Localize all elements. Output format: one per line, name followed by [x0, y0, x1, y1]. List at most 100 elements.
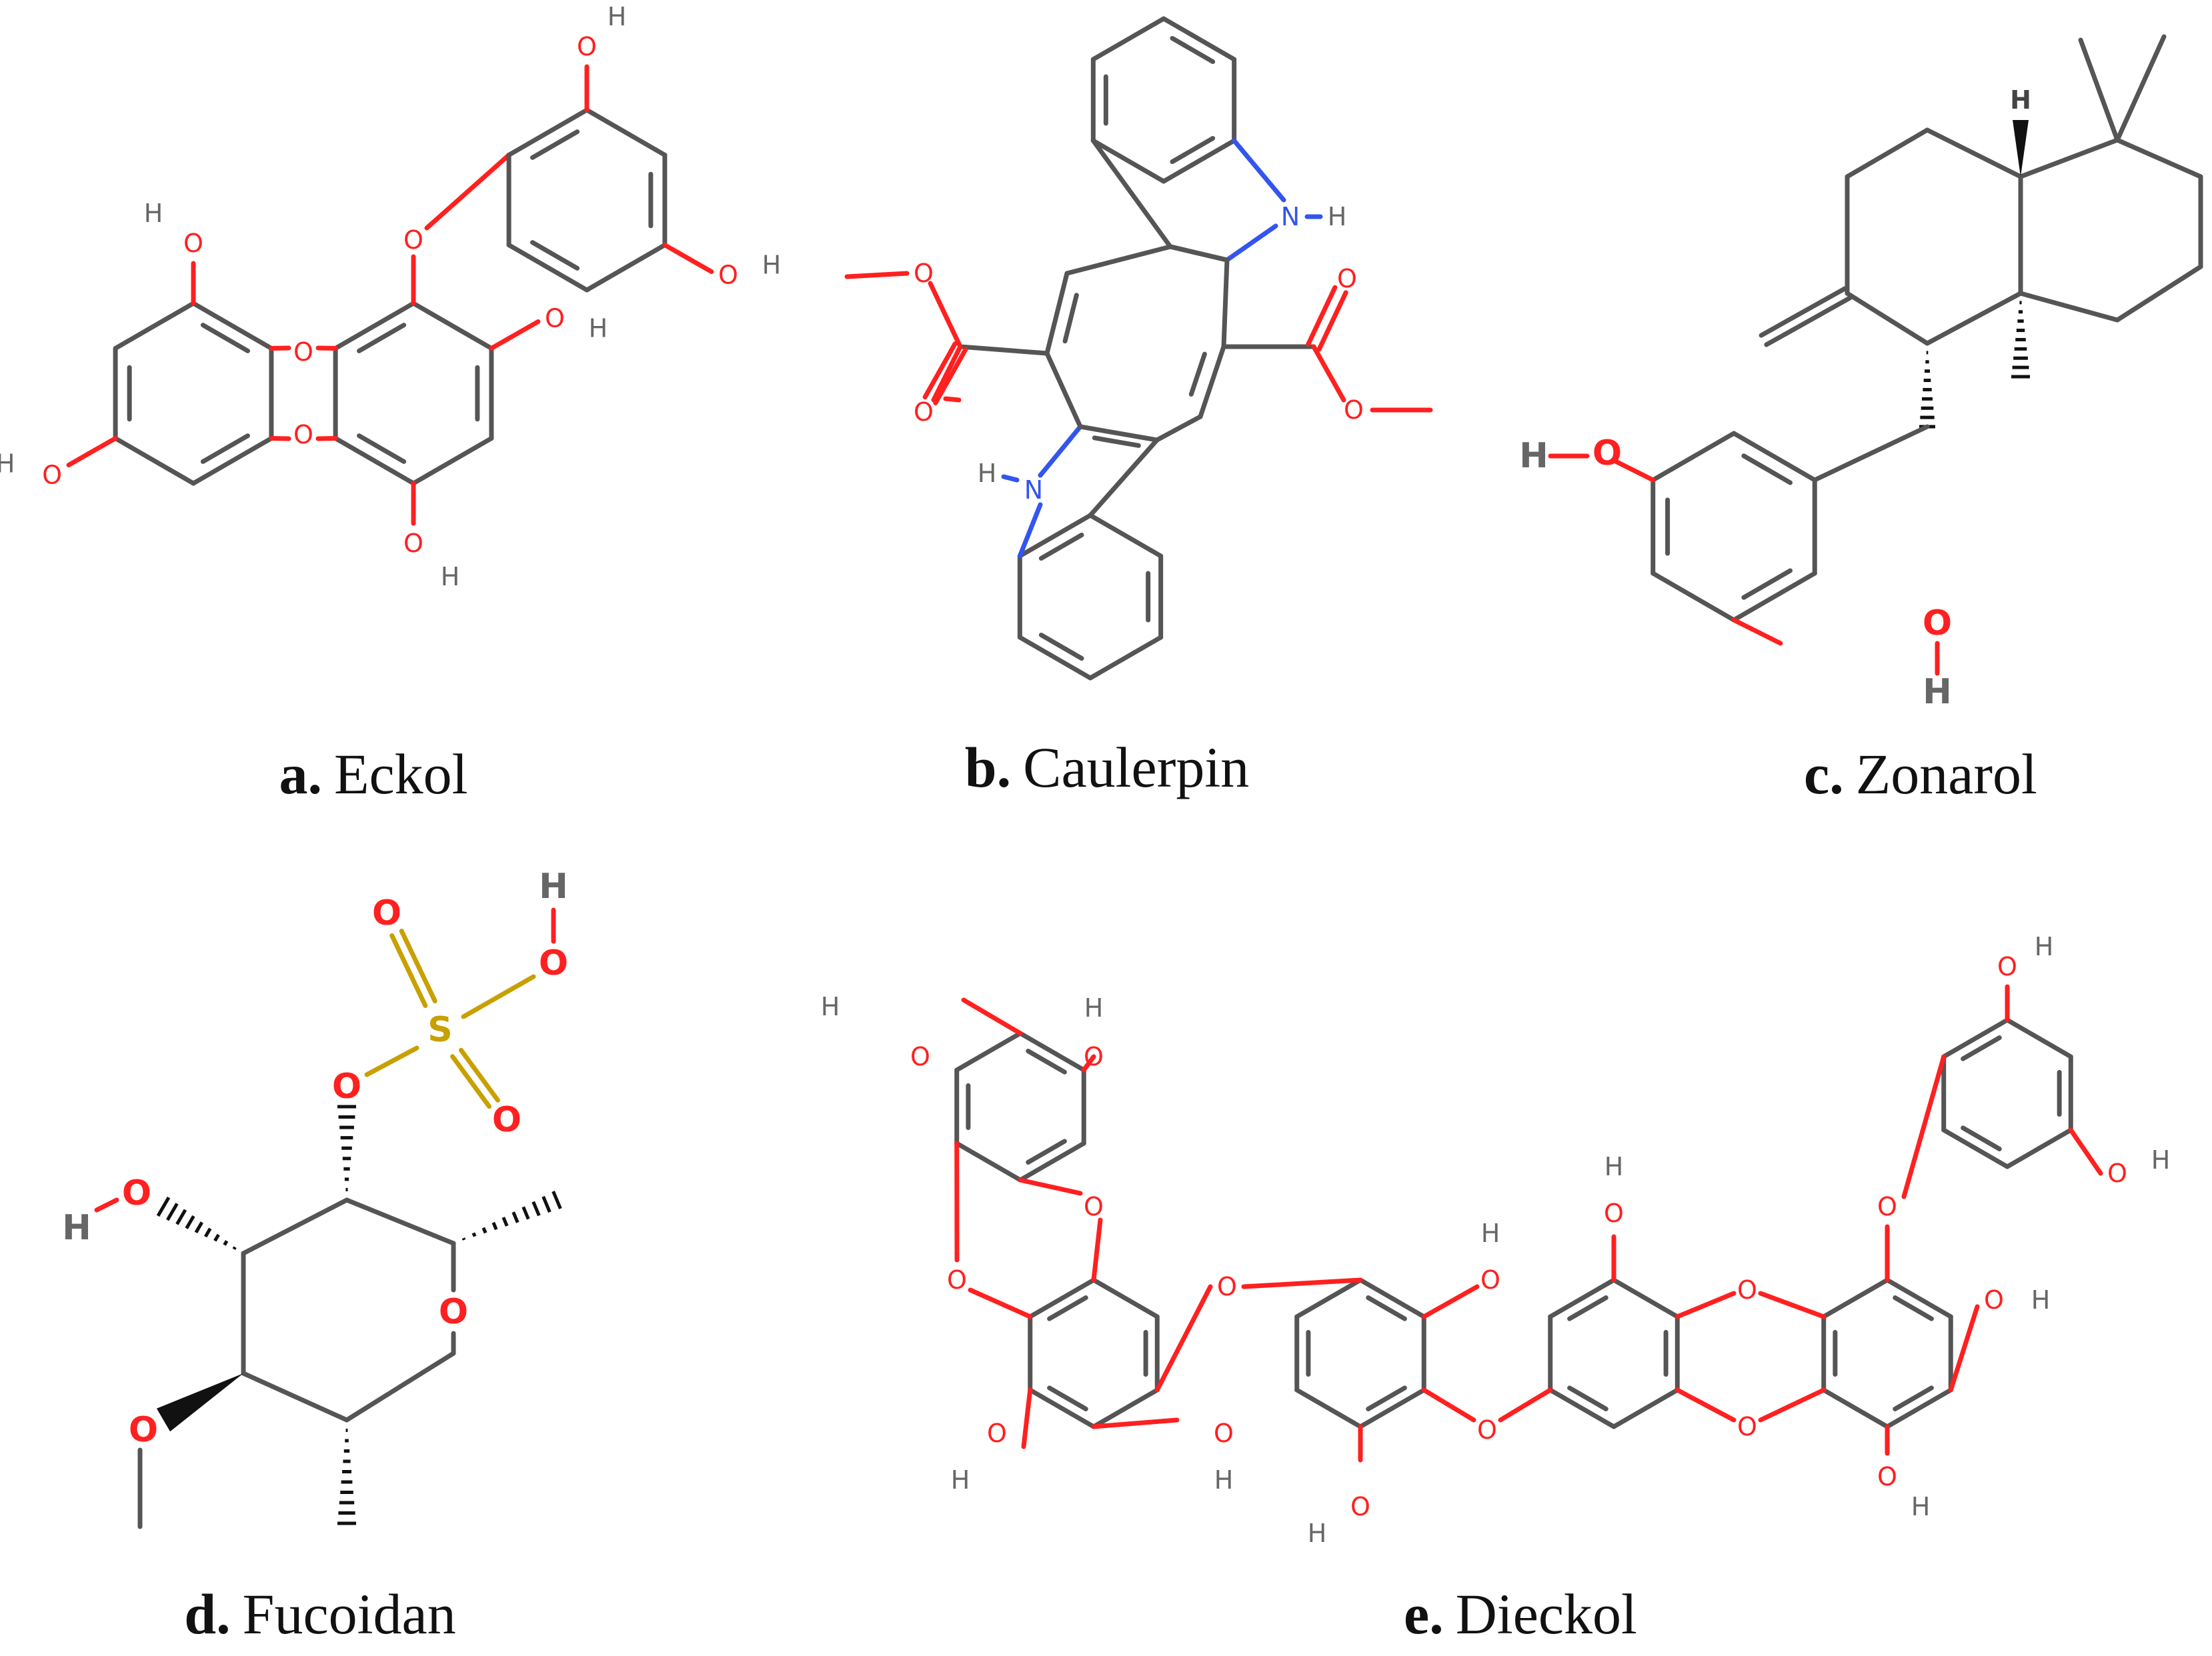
- hashed-bond-line: [461, 1237, 466, 1241]
- aromatic-inner-bond: [1893, 1385, 1934, 1411]
- hashed-bond-line: [185, 1215, 195, 1229]
- bond-line: [241, 1197, 349, 1256]
- bond-line: [94, 1197, 119, 1213]
- hydroxyl-oxygen-label: O: [403, 529, 423, 558]
- ring-bond: [1845, 127, 1930, 179]
- bond-line: [364, 1045, 419, 1077]
- hashed-bond-line: [232, 1246, 237, 1251]
- bond-line: [1091, 1217, 1103, 1283]
- hydroxyl-oxygen-label: O: [1214, 1419, 1234, 1448]
- hydroxyl-oxygen-label: O: [1877, 1462, 1897, 1491]
- bond-line: [1017, 502, 1043, 559]
- ring-bond: [411, 301, 494, 351]
- bond-line: [1421, 1387, 1476, 1423]
- aromatic-inner-bond: [1961, 1035, 2002, 1061]
- bond-line: [662, 243, 714, 274]
- ring-bond: [2018, 291, 2120, 323]
- sulfate-oxygen-label: O: [332, 1067, 361, 1107]
- ring-bond: [2115, 137, 2203, 179]
- hydroxyl-hydrogen-label: H: [1519, 436, 1548, 476]
- bond-line: [1232, 138, 1286, 203]
- hashed-bond-line: [491, 1221, 498, 1231]
- bond-line: [961, 997, 1023, 1036]
- caption-letter: a.: [279, 742, 322, 806]
- bond-line: [344, 1197, 456, 1246]
- hydroxyl-oxygen-label: O: [1350, 1492, 1370, 1521]
- ring-bond: [333, 301, 416, 351]
- hydroxyl-hydrogen-label: H: [762, 251, 782, 280]
- ether-oxygen-label: O: [947, 1265, 967, 1295]
- hydroxyl-hydrogen-label: H: [1911, 1492, 1931, 1521]
- hashed-bond-line: [501, 1217, 509, 1227]
- ring-bond: [1650, 571, 1737, 623]
- sulfate-hydroxyl-oxygen-label: O: [539, 943, 568, 983]
- ring-bond: [1090, 138, 1166, 184]
- bond-line: [1154, 414, 1203, 443]
- hydroxyl-hydrogen-label: H: [2151, 1145, 2171, 1175]
- bond-line: [1731, 617, 1783, 646]
- aromatic-inner-bond: [200, 433, 250, 464]
- bond-line: [844, 271, 910, 279]
- ether-oxygen-label: O: [293, 337, 313, 367]
- ring-bond: [1088, 635, 1164, 681]
- caption-name: Zonarol: [1856, 742, 2037, 806]
- bond-line: [1044, 271, 1070, 356]
- wedge-bond: [2013, 120, 2029, 177]
- ring-bond: [1731, 431, 1817, 483]
- hashed-bond-line: [541, 1195, 551, 1213]
- ring-bond: [1611, 1277, 1680, 1319]
- ring-bond: [191, 436, 274, 486]
- ring-bond: [191, 301, 274, 351]
- hashed-bond-line: [551, 1191, 562, 1209]
- bond-line: [1018, 1177, 1083, 1196]
- hashed-bond-line: [511, 1211, 519, 1223]
- ring-bond: [113, 436, 196, 486]
- ether-oxygen-label: O: [1877, 1192, 1897, 1221]
- aromatic-inner-bond: [1741, 453, 1793, 485]
- hydroxyl-oxygen-label: O: [1084, 1042, 1104, 1071]
- indole-nitrogen-label: N: [1024, 475, 1043, 505]
- sulfonyl-oxygen-label: O: [492, 1100, 521, 1140]
- hydroxyl-oxygen-label: O: [1604, 1199, 1624, 1228]
- bond-line: [1078, 424, 1160, 443]
- ring-bond: [1941, 1127, 2010, 1169]
- ring-bond: [1611, 1387, 1680, 1429]
- hydroxyl-hydrogen-label: H: [821, 992, 840, 1021]
- hydroxyl-hydrogen-label: H: [1604, 1152, 1624, 1181]
- bond-line: [931, 344, 963, 403]
- wedge-bond: [156, 1373, 243, 1432]
- ring-bond: [1548, 1277, 1616, 1319]
- aromatic-inner-bond: [1567, 1295, 1608, 1321]
- aromatic-inner-bond: [357, 433, 407, 464]
- nh-hydrogen-label: H: [978, 459, 997, 488]
- hydroxyl-hydrogen-label: H: [1481, 1219, 1500, 1248]
- aromatic-inner-bond: [1170, 35, 1216, 64]
- ring-bond: [1731, 571, 1817, 623]
- ether-oxygen-label: O: [1737, 1275, 1757, 1305]
- ring-bond: [333, 436, 416, 486]
- ring-bond: [1294, 1277, 1363, 1319]
- aromatic-inner-bond: [1188, 351, 1207, 397]
- ring-bond: [1358, 1277, 1426, 1319]
- ring-bond: [1294, 1387, 1363, 1429]
- ring-bond: [1088, 513, 1164, 559]
- bond-line: [1198, 344, 1226, 419]
- hashed-bond-line: [481, 1227, 487, 1234]
- aromatic-inner-bond: [200, 323, 250, 353]
- bond-line: [1088, 437, 1160, 518]
- caption-zonarol: c.Zonarol: [1804, 742, 2037, 806]
- ring-bond: [1017, 513, 1093, 559]
- caption-caulerpin: b.Caulerpin: [965, 735, 1249, 799]
- bond-line: [1038, 424, 1083, 478]
- hashed-bond-line: [166, 1203, 179, 1221]
- aromatic-inner-bond: [1092, 435, 1141, 448]
- aromatic-inner-bond: [1026, 1139, 1067, 1165]
- double-bond-line: [450, 1054, 492, 1109]
- aromatic-inner-bond: [1038, 532, 1084, 561]
- hydroxyl-oxygen-label: O: [2107, 1159, 2127, 1188]
- hydroxyl-hydrogen-label: H: [1923, 672, 1952, 712]
- bond-line: [1758, 1387, 1827, 1423]
- bond-line: [241, 1371, 349, 1423]
